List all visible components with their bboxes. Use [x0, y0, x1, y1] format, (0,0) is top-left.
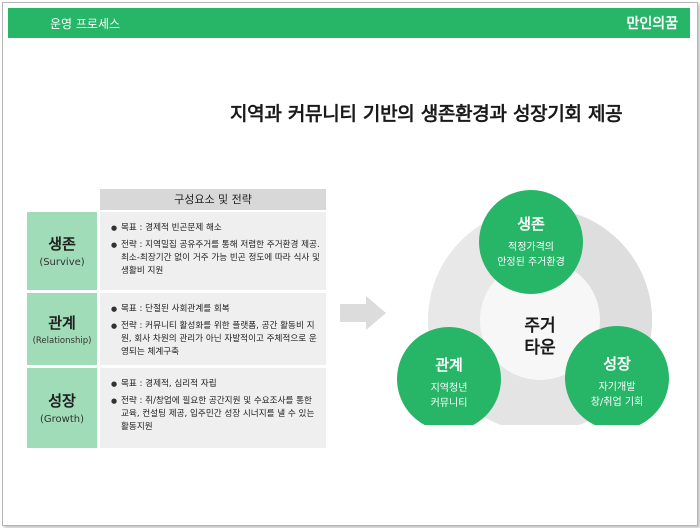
center-circle [480, 260, 600, 380]
brand-logo: 만인의꿈 [626, 16, 678, 32]
table-row-survive: 생존 (Survive) 목표 : 경제적 빈곤문제 해소 전략 : 지역밀집 … [27, 212, 327, 290]
row-content-survive: 목표 : 경제적 빈곤문제 해소 전략 : 지역밀집 공유주거를 통해 저렴한 … [100, 212, 326, 290]
goal-item: 목표 : 단절된 사회관계를 회복 [111, 303, 320, 316]
center-label-1: 주거 [524, 316, 555, 336]
row-label-ko: 관계 [48, 314, 76, 332]
section-title: 운영 프로세스 [50, 17, 121, 31]
row-label-en: (Growth) [40, 414, 84, 425]
table-row-relationship: 관계 (Relationship) 목표 : 단절된 사회관계를 회복 전략 :… [27, 293, 327, 365]
strategy-item: 전략 : 커뮤니티 활성화를 위한 플랫폼, 공간 활동비 지원, 회사 차원의… [111, 320, 320, 359]
node-text: 창/취업 기회 [591, 395, 644, 408]
goal-item: 목표 : 경제적, 심리적 자립 [111, 378, 320, 391]
row-content-growth: 목표 : 경제적, 심리적 자립 전략 : 취/창업에 필요한 공간지원 및 수… [100, 368, 326, 448]
row-content-relationship: 목표 : 단절된 사회관계를 회복 전략 : 커뮤니티 활성화를 위한 플랫폼,… [100, 293, 326, 365]
table-column-header: 구성요소 및 전략 [100, 189, 326, 210]
node-text: 자기개발 [599, 381, 636, 393]
node-survive [479, 190, 583, 294]
center-label-2: 타운 [524, 338, 556, 358]
row-label-en: (Survive) [39, 257, 85, 268]
node-text: 커뮤니티 [431, 397, 468, 409]
node-relationship [397, 327, 501, 425]
row-label-growth: 성장 (Growth) [27, 368, 97, 448]
strategy-item: 전략 : 지역밀집 공유주거를 통해 저렴한 주거환경 제공. 최소-최장기간 … [111, 239, 320, 278]
node-text: 적정가격의 [508, 240, 554, 253]
right-arrow-icon [340, 296, 386, 330]
node-text: 안정된 주거환경 [497, 255, 565, 268]
row-label-ko: 생존 [48, 235, 76, 253]
node-text: 지역청년 [431, 382, 468, 394]
headline: 지역과 커뮤니티 기반의 생존환경과 성장기회 제공 [230, 103, 623, 125]
row-label-en: (Relationship) [32, 336, 92, 346]
row-label-survive: 생존 (Survive) [27, 212, 97, 290]
table-row-growth: 성장 (Growth) 목표 : 경제적, 심리적 자립 전략 : 취/창업에 … [27, 368, 327, 448]
goal-item: 목표 : 경제적 빈곤문제 해소 [111, 222, 320, 235]
top-bar: 운영 프로세스 만인의꿈 [8, 8, 690, 38]
node-title: 성장 [603, 355, 631, 373]
row-label-relationship: 관계 (Relationship) [27, 293, 97, 365]
node-title: 관계 [435, 356, 463, 374]
row-label-ko: 성장 [48, 392, 76, 410]
strategy-item: 전략 : 취/창업에 필요한 공간지원 및 수요조사를 통한 교육, 컨설팅 제… [111, 395, 320, 434]
node-growth [565, 326, 669, 425]
housing-town-diagram: 주거 타운 생존 적정가격의 안정된 주거환경 관계 지역청년 커뮤니티 성장 … [397, 190, 669, 425]
node-title: 생존 [517, 215, 545, 233]
